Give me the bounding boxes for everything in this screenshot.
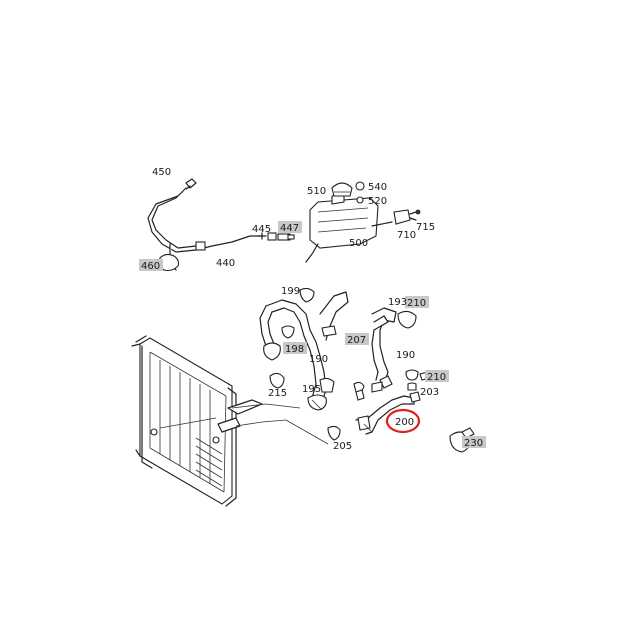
label-p460[interactable]: 460 — [141, 261, 160, 272]
label-p510[interactable]: 510 — [307, 186, 326, 197]
radiator — [131, 335, 329, 507]
label-p540[interactable]: 540 — [368, 182, 387, 193]
label-p445[interactable]: 445 — [252, 224, 271, 235]
label-box-p198 — [283, 342, 307, 354]
label-p500[interactable]: 500 — [349, 238, 368, 249]
label-p520[interactable]: 520 — [368, 196, 387, 207]
part-labels: 450 445 447 460 440 510 540 520 500 710 … — [139, 167, 486, 452]
upper-hose-right — [371, 307, 417, 393]
label-p203[interactable]: 203 — [420, 387, 439, 398]
label-p198[interactable]: 198 — [285, 344, 304, 355]
label-p710[interactable]: 710 — [397, 230, 416, 241]
label-p193[interactable]: 193 — [388, 297, 407, 308]
label-box-p210b — [425, 370, 449, 382]
label-p715[interactable]: 715 — [416, 222, 435, 233]
hose-200 — [355, 391, 421, 435]
label-p230[interactable]: 230 — [464, 438, 483, 449]
label-p215[interactable]: 215 — [268, 388, 287, 399]
label-p190b[interactable]: 190 — [396, 350, 415, 361]
expansion-tank — [305, 181, 421, 263]
label-box-p230 — [462, 436, 486, 448]
label-box-p460 — [139, 259, 163, 271]
highlight-circle — [385, 408, 421, 434]
label-p447[interactable]: 447 — [280, 223, 299, 234]
label-p190a[interactable]: 190 — [309, 354, 328, 365]
label-p210b[interactable]: 210 — [427, 372, 446, 383]
label-box-p207 — [345, 333, 369, 345]
label-p440[interactable]: 440 — [216, 258, 235, 269]
label-p450[interactable]: 450 — [152, 167, 171, 178]
label-p205[interactable]: 205 — [333, 441, 352, 452]
label-box-p210a — [405, 296, 429, 308]
label-p195[interactable]: 195 — [302, 384, 321, 395]
vent-hose-assembly — [147, 178, 295, 272]
label-p199[interactable]: 199 — [281, 286, 300, 297]
label-p200[interactable]: 200 — [395, 417, 414, 428]
label-p207[interactable]: 207 — [347, 335, 366, 346]
label-p210a[interactable]: 210 — [407, 298, 426, 309]
label-box-p447 — [278, 221, 302, 233]
